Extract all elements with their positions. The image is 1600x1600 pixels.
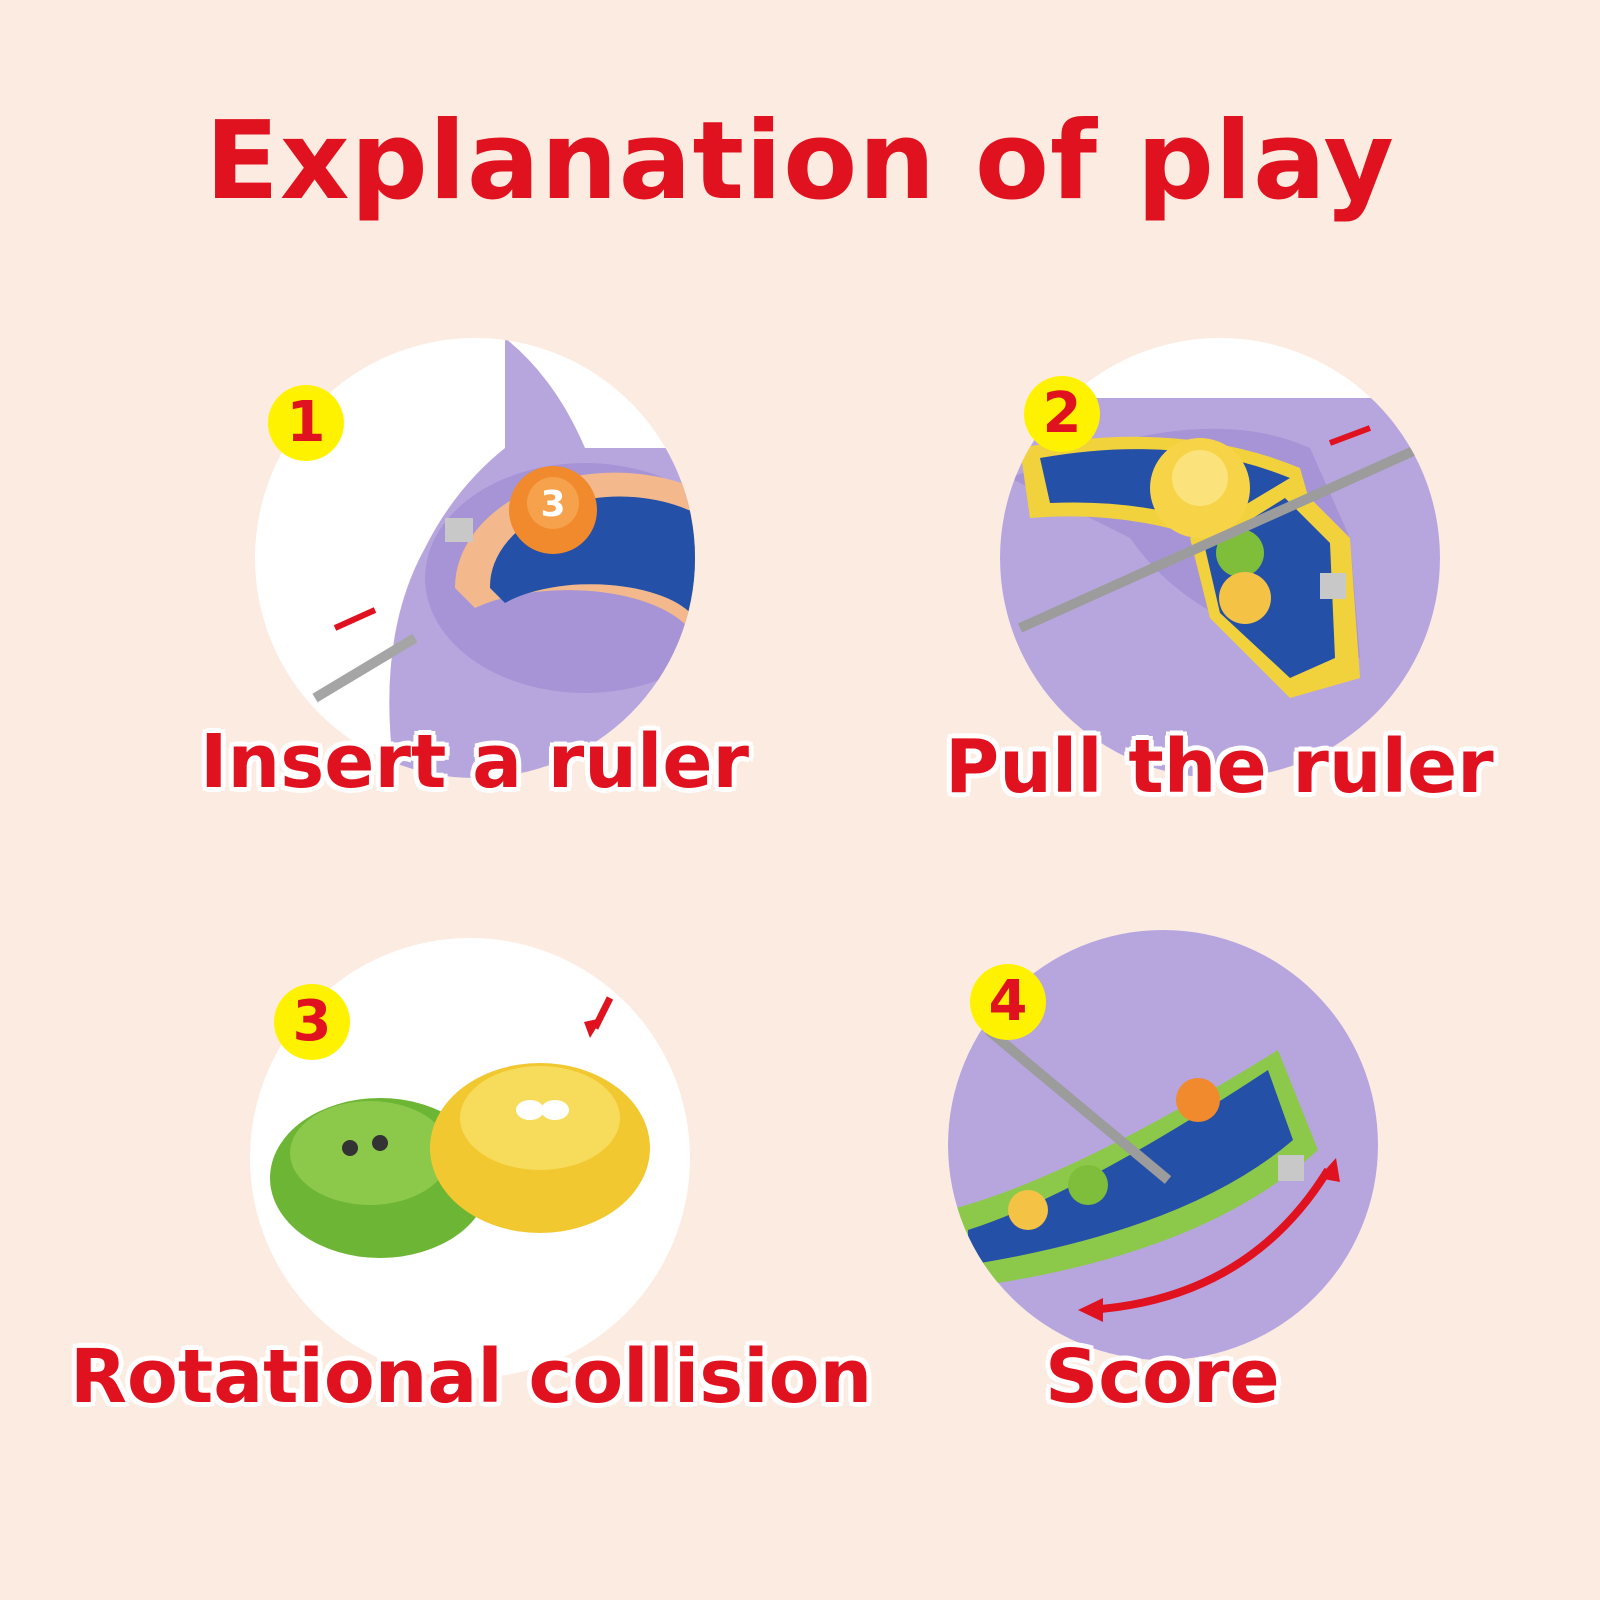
svg-text:3: 3 xyxy=(540,484,565,525)
spinning-tops-icon xyxy=(270,996,650,1258)
ruler-insert-icon: 3 xyxy=(312,338,695,778)
page-title: Explanation of play xyxy=(205,99,1395,224)
step-4-illustration xyxy=(948,930,1378,1360)
ruler-pull-icon xyxy=(1000,398,1440,778)
step-4-badge: 4 xyxy=(970,964,1046,1040)
step-3-caption: Rotational collision xyxy=(70,1334,873,1420)
step-2-caption: Pull the ruler xyxy=(945,724,1494,810)
step-2-illustration xyxy=(1000,338,1440,778)
step-1-caption: Insert a ruler xyxy=(200,719,750,805)
step-1-illustration: 3 xyxy=(255,338,695,778)
step-3-badge: 3 xyxy=(274,984,350,1060)
step-2-badge: 2 xyxy=(1024,376,1100,452)
step-4-caption: Score xyxy=(1045,1334,1280,1420)
score-dial-icon xyxy=(948,930,1378,1360)
step-1-badge: 1 xyxy=(268,385,344,461)
